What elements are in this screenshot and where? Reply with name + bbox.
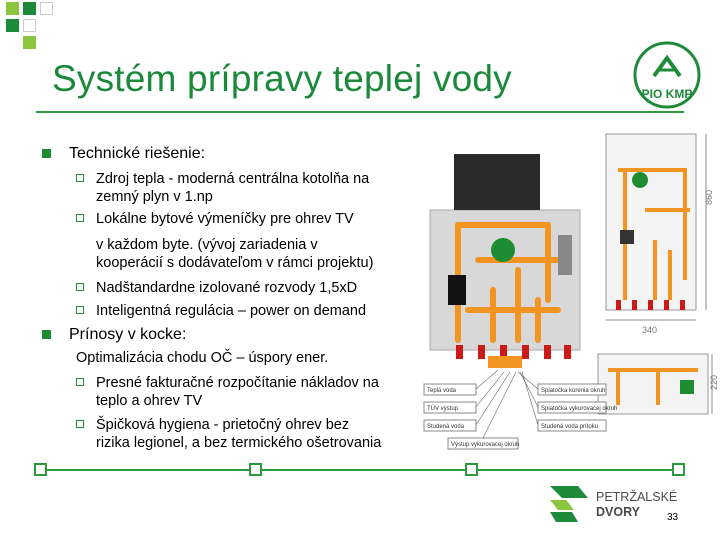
footer-square-left <box>34 463 47 476</box>
checkbox-bullet-icon <box>76 378 84 386</box>
bullet-technical-label: Technické riešenie <box>69 145 201 162</box>
square-bullet-icon <box>42 330 51 339</box>
footer-square-right <box>465 463 478 476</box>
label-return-circuit: Spiatočka vykurovacej okruh <box>541 406 617 412</box>
footer-square-end <box>672 463 685 476</box>
header-rule <box>36 111 684 113</box>
heat-exchanger-unit-image <box>429 154 581 359</box>
label-cold-inflow: Studená voda prítoku <box>541 424 598 430</box>
label-return-heating: Spiatočka kúrenia okruh <box>541 388 605 394</box>
logo-text: PIO KMP <box>642 87 693 101</box>
square-bullet-icon <box>42 149 51 158</box>
checkbox-bullet-icon <box>76 306 84 314</box>
dim-width-label: 340 <box>642 325 657 335</box>
decor-squares <box>0 0 60 50</box>
label-cold-water: Studená voda <box>427 424 465 430</box>
checkbox-bullet-icon <box>76 174 84 182</box>
checkbox-bullet-icon <box>76 214 84 222</box>
page-title: Systém prípravy teplej vody <box>52 58 512 99</box>
page-number: 33 <box>667 512 679 523</box>
technical-drawing-front: 860 340 <box>605 133 714 335</box>
list-item-continuation: v každom byte. (vývoj zariadenia v koope… <box>96 237 374 271</box>
checkbox-bullet-icon <box>76 420 84 428</box>
label-hot-water: Teplá voda <box>427 388 457 394</box>
footer-rule <box>36 469 684 471</box>
benefits-intro: Optimalizácia chodu OČ – úspory ener. <box>76 350 329 366</box>
footer-square-mid <box>249 463 262 476</box>
petrzalske-dvory-logo-icon <box>550 486 588 522</box>
technical-drawing-bottom: 220 Teplá voda TÚV výstup Studená voda V… <box>423 353 719 450</box>
label-heating-output: Výstup vykurovacej okruh <box>451 442 519 448</box>
bullet-benefits-label: Prínosy v kocke <box>69 326 182 343</box>
petrzalske-dvory-logo-text: PETRŽALSKÉ DVORY <box>596 490 678 519</box>
label-tuv-output: TÚV výstup <box>427 405 459 412</box>
dim-height-label: 860 <box>704 190 714 205</box>
pio-kmp-logo: PIO KMP <box>633 41 701 109</box>
checkbox-bullet-icon <box>76 283 84 291</box>
dim-small-label: 220 <box>709 375 719 390</box>
